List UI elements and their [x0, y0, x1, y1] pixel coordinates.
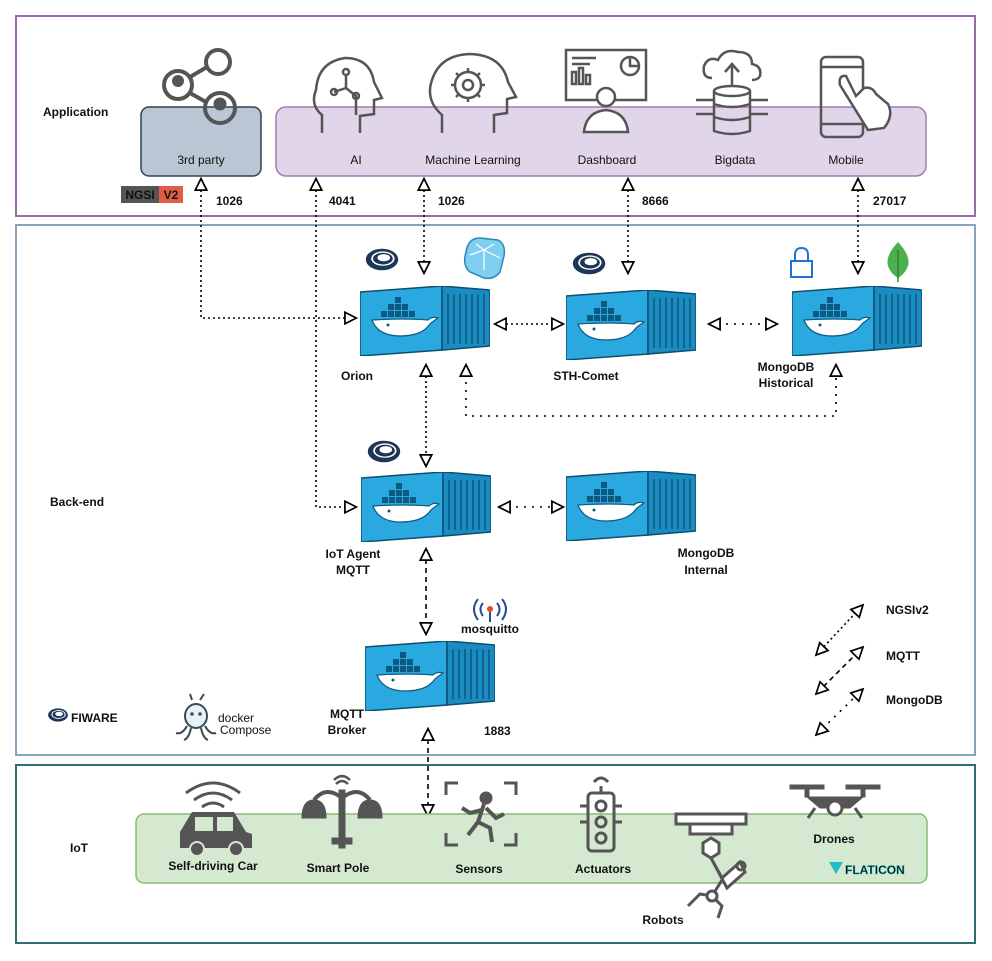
actuators-traffic-light-icon	[580, 776, 622, 853]
orion-gem-icon	[463, 237, 506, 280]
legend-ngsiv2-label: NGSIv2	[886, 603, 929, 617]
connector-orion-mongo-historical	[466, 366, 836, 417]
bigdata-icon	[696, 49, 768, 136]
apps-box[interactable]	[275, 106, 927, 177]
iot-label-drones: Drones	[813, 832, 855, 846]
orion-label: Orion	[341, 369, 373, 383]
port-broker: 1883	[484, 724, 511, 738]
fiware-orion-icon	[365, 248, 399, 271]
drone-icon	[789, 784, 881, 819]
legend-mongodb-line	[817, 690, 862, 734]
legend	[817, 606, 862, 734]
legend-mongodb-label: MongoDB	[886, 693, 943, 707]
iot-label-actuators: Actuators	[575, 862, 631, 876]
connector-ai-iot-agent	[316, 180, 355, 507]
dashboard-icon	[564, 48, 648, 134]
connector-third-party-orion	[201, 180, 355, 318]
iot-layer-title: IoT	[70, 841, 89, 855]
port-ml: 1026	[438, 194, 465, 208]
svg-text:FLATICON: FLATICON	[845, 863, 905, 877]
share-network-icon	[162, 48, 237, 125]
app-label-dashboard: Dashboard	[578, 153, 637, 167]
sensors-motion-icon	[444, 781, 518, 847]
legend-ngsiv2-line	[817, 606, 862, 654]
fiware-iot-agent-icon	[367, 440, 401, 463]
mqtt-broker-label-1: MQTT	[330, 707, 365, 721]
legend-mqtt-line	[817, 648, 862, 693]
mongodb-internal-container[interactable]	[566, 471, 696, 541]
iot-label-self-driving-car: Self-driving Car	[168, 859, 258, 873]
mobile-touch-icon	[819, 55, 892, 139]
iot-label-smart-pole: Smart Pole	[307, 861, 370, 875]
ai-head-icon	[312, 56, 384, 133]
app-label-mobile: Mobile	[828, 153, 864, 167]
ngsi-v2-badge: NGSI V2	[121, 186, 183, 203]
mosquitto-icon: mosquitto	[461, 598, 519, 636]
fiware-sth-icon	[572, 252, 606, 275]
sth-comet-container[interactable]	[566, 290, 696, 360]
port-mobile: 27017	[873, 194, 907, 208]
connectors	[201, 180, 858, 815]
port-dashboard: 8666	[642, 194, 669, 208]
iot-agent-label-2: MQTT	[336, 563, 371, 577]
machine-learning-icon	[428, 52, 518, 133]
iot-agent-container[interactable]	[361, 472, 491, 542]
docker-compose-logo: docker Compose	[175, 693, 272, 741]
application-layer-title: Application	[43, 105, 108, 119]
third-party-label: 3rd party	[177, 153, 224, 167]
app-label-bigdata: Bigdata	[715, 153, 756, 167]
mongodb-historical-container[interactable]	[792, 286, 922, 356]
mqtt-broker-container[interactable]	[365, 641, 495, 711]
mqtt-broker-label-2: Broker	[328, 723, 367, 737]
legend-mqtt-label: MQTT	[886, 649, 921, 663]
svg-text:Compose: Compose	[220, 723, 272, 737]
mongodb-internal-label-2: Internal	[684, 563, 727, 577]
sth-comet-label: STH-Comet	[553, 369, 618, 383]
svg-text:docker: docker	[218, 711, 254, 725]
lock-icon	[790, 246, 813, 278]
app-label-machine-learning: Machine Learning	[425, 153, 520, 167]
iot-label-robots: Robots	[642, 913, 684, 927]
iot-layer-frame	[15, 764, 976, 944]
mongodb-historical-label-2: Historical	[759, 376, 814, 390]
svg-text:FIWARE: FIWARE	[71, 711, 118, 725]
backend-layer-frame	[15, 224, 976, 756]
robot-arm-icon	[674, 812, 748, 919]
iot-label-sensors: Sensors	[455, 862, 503, 876]
fiware-logo: FIWARE	[48, 708, 118, 725]
backend-layer-title: Back-end	[50, 495, 104, 509]
app-label-ai: AI	[350, 153, 361, 167]
svg-text:V2: V2	[164, 188, 179, 202]
svg-text:NGSI: NGSI	[125, 188, 154, 202]
mongodb-historical-label-1: MongoDB	[758, 360, 815, 374]
mongodb-leaf-icon	[887, 242, 909, 282]
third-party-box[interactable]	[140, 106, 262, 177]
flaticon-logo: FLATICON	[829, 862, 905, 877]
iot-agent-label-1: IoT Agent	[326, 547, 381, 561]
svg-text:mosquitto: mosquitto	[461, 622, 519, 636]
smart-pole-icon	[301, 774, 383, 849]
mongodb-internal-label-1: MongoDB	[678, 546, 735, 560]
port-ai: 4041	[329, 194, 356, 208]
application-layer-frame	[15, 15, 976, 217]
self-driving-car-icon	[180, 781, 252, 857]
port-third-party: 1026	[216, 194, 243, 208]
orion-container[interactable]	[360, 286, 490, 356]
